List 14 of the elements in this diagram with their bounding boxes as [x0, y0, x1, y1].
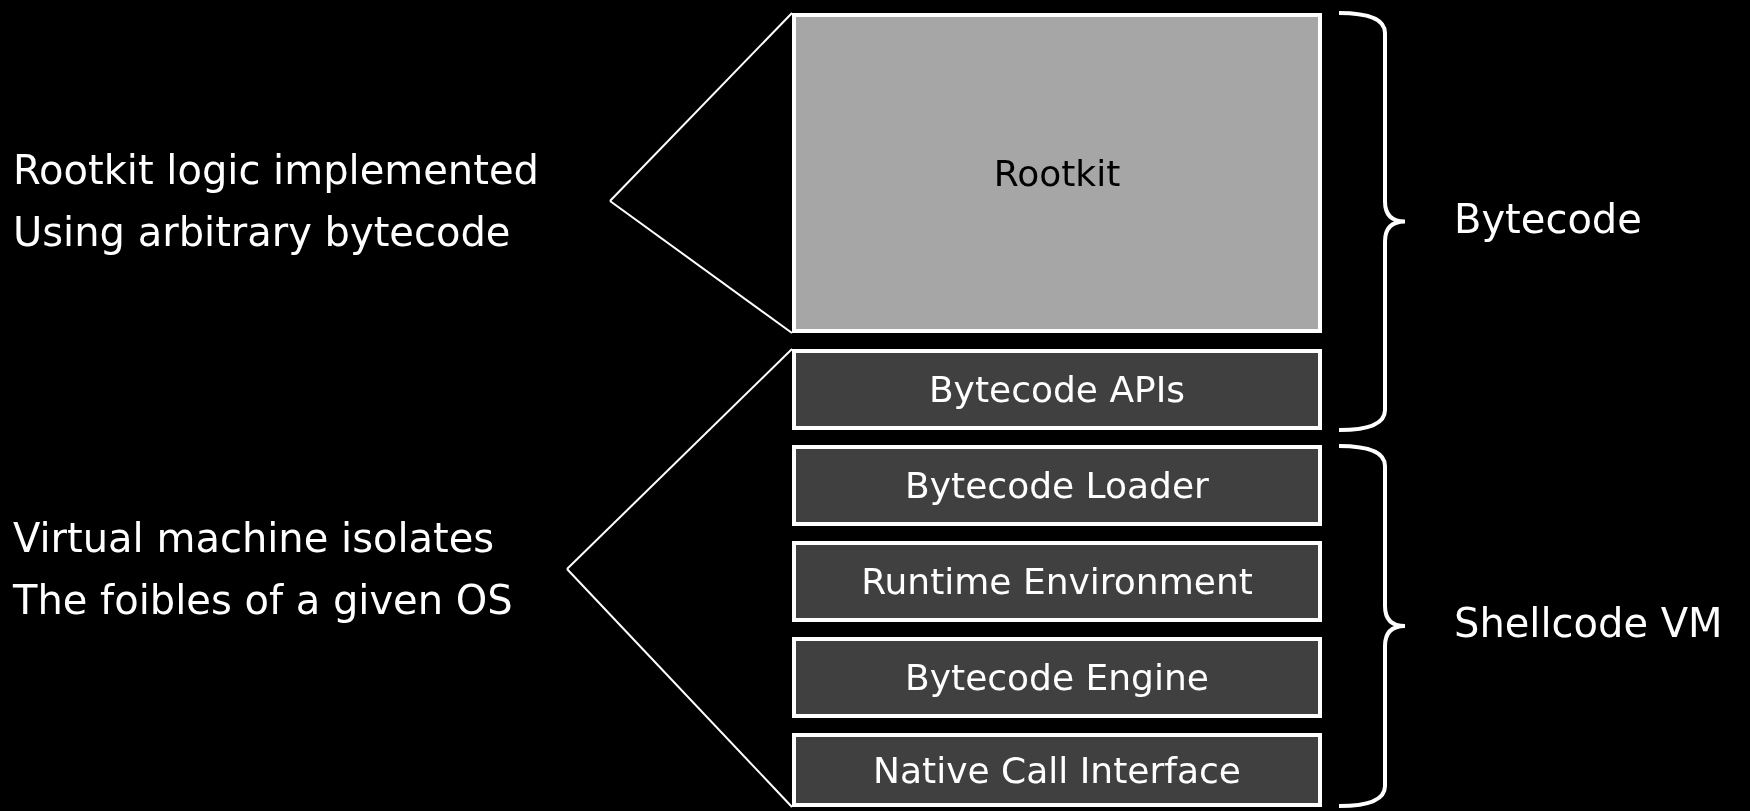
leader-line [609, 200, 793, 334]
leader-line [566, 568, 793, 808]
layer-box: Rootkit [792, 13, 1322, 333]
leader-line [609, 12, 793, 202]
callout-text: Rootkit logic implemented Using arbitrary bytecode [13, 146, 540, 257]
leader-line [566, 348, 793, 570]
bracket-label: Shellcode VM [1454, 600, 1723, 646]
layer-box: Bytecode Engine [792, 637, 1322, 718]
layer-box: Runtime Environment [792, 541, 1322, 622]
layer-box: Bytecode APIs [792, 349, 1322, 430]
layer-box: Bytecode Loader [792, 445, 1322, 526]
layer-box: Native Call Interface [792, 733, 1322, 807]
callout-text: Virtual machine isolates The foibles of a given OS [13, 514, 514, 625]
bracket-label: Bytecode [1454, 195, 1642, 242]
